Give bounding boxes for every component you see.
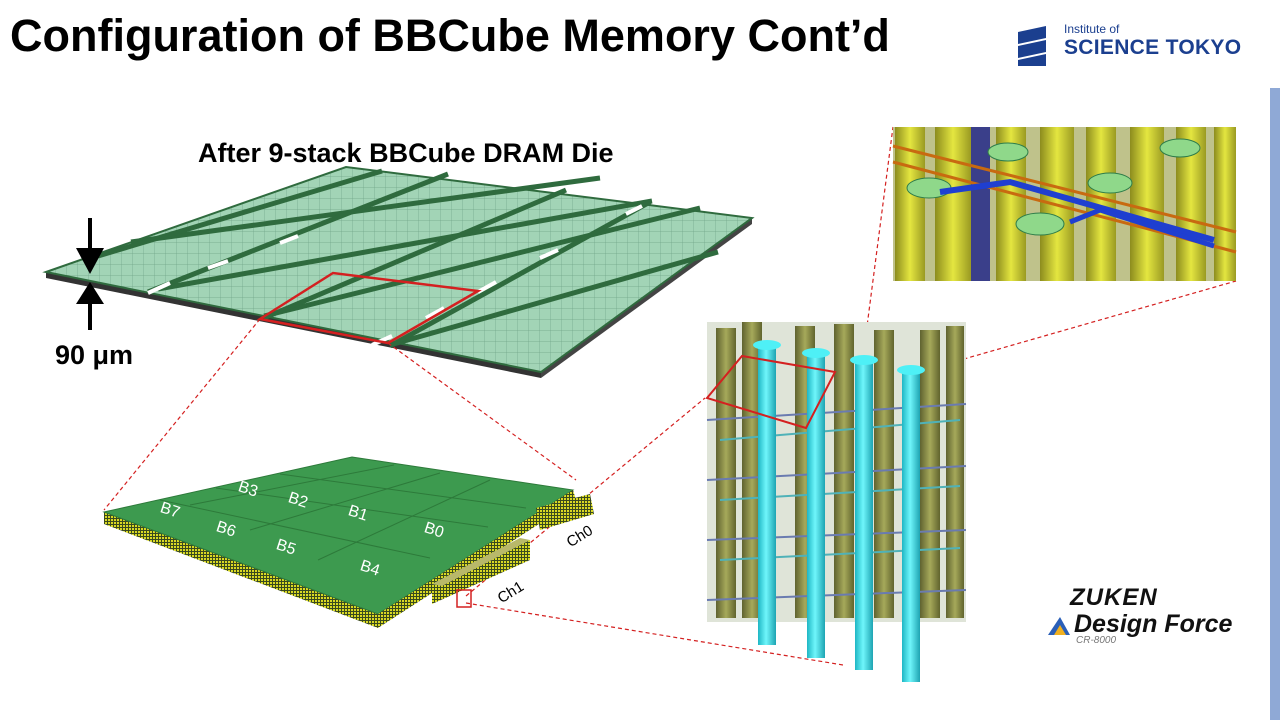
logo-mark-icon — [1018, 26, 1046, 66]
wire-closeup — [892, 127, 1237, 281]
ch0-block — [536, 494, 594, 530]
logo-line-2: SCIENCE TOKYO — [1064, 36, 1242, 59]
design-force-icon — [1048, 617, 1070, 635]
olive-posts — [716, 322, 964, 618]
die-tile-grid — [97, 168, 719, 349]
routing-wires — [892, 144, 1237, 254]
right-accent-bar — [1270, 88, 1280, 720]
logo-line-1: Institute of — [1064, 22, 1120, 36]
via-closeup — [705, 322, 967, 682]
institute-logo: Institute of SCIENCE TOKYO — [1016, 22, 1256, 72]
design-force-subtitle: CR-8000 — [1076, 635, 1117, 646]
horizontal-wires — [706, 403, 967, 601]
single-die — [102, 456, 594, 628]
thickness-label: 90 μm — [55, 340, 134, 370]
die-label: After 9-stack BBCube DRAM Die — [198, 138, 614, 168]
zuken-logo: ZUKEN — [1070, 584, 1158, 611]
cyan-vias — [758, 345, 920, 682]
highlighted-die — [256, 271, 482, 345]
slide-title: Configuration of BBCube Memory Cont’d — [10, 10, 890, 61]
stacked-die-wafer — [42, 165, 755, 378]
bank-grid — [159, 464, 527, 561]
zoom-box-small — [456, 589, 472, 608]
zoom-box-via — [705, 354, 837, 430]
via-pads — [906, 138, 1201, 236]
die-gaps — [147, 204, 643, 347]
ch1-block — [432, 540, 530, 604]
design-force-logo: Design Force — [1074, 610, 1233, 638]
thickness-arrows — [76, 218, 104, 330]
